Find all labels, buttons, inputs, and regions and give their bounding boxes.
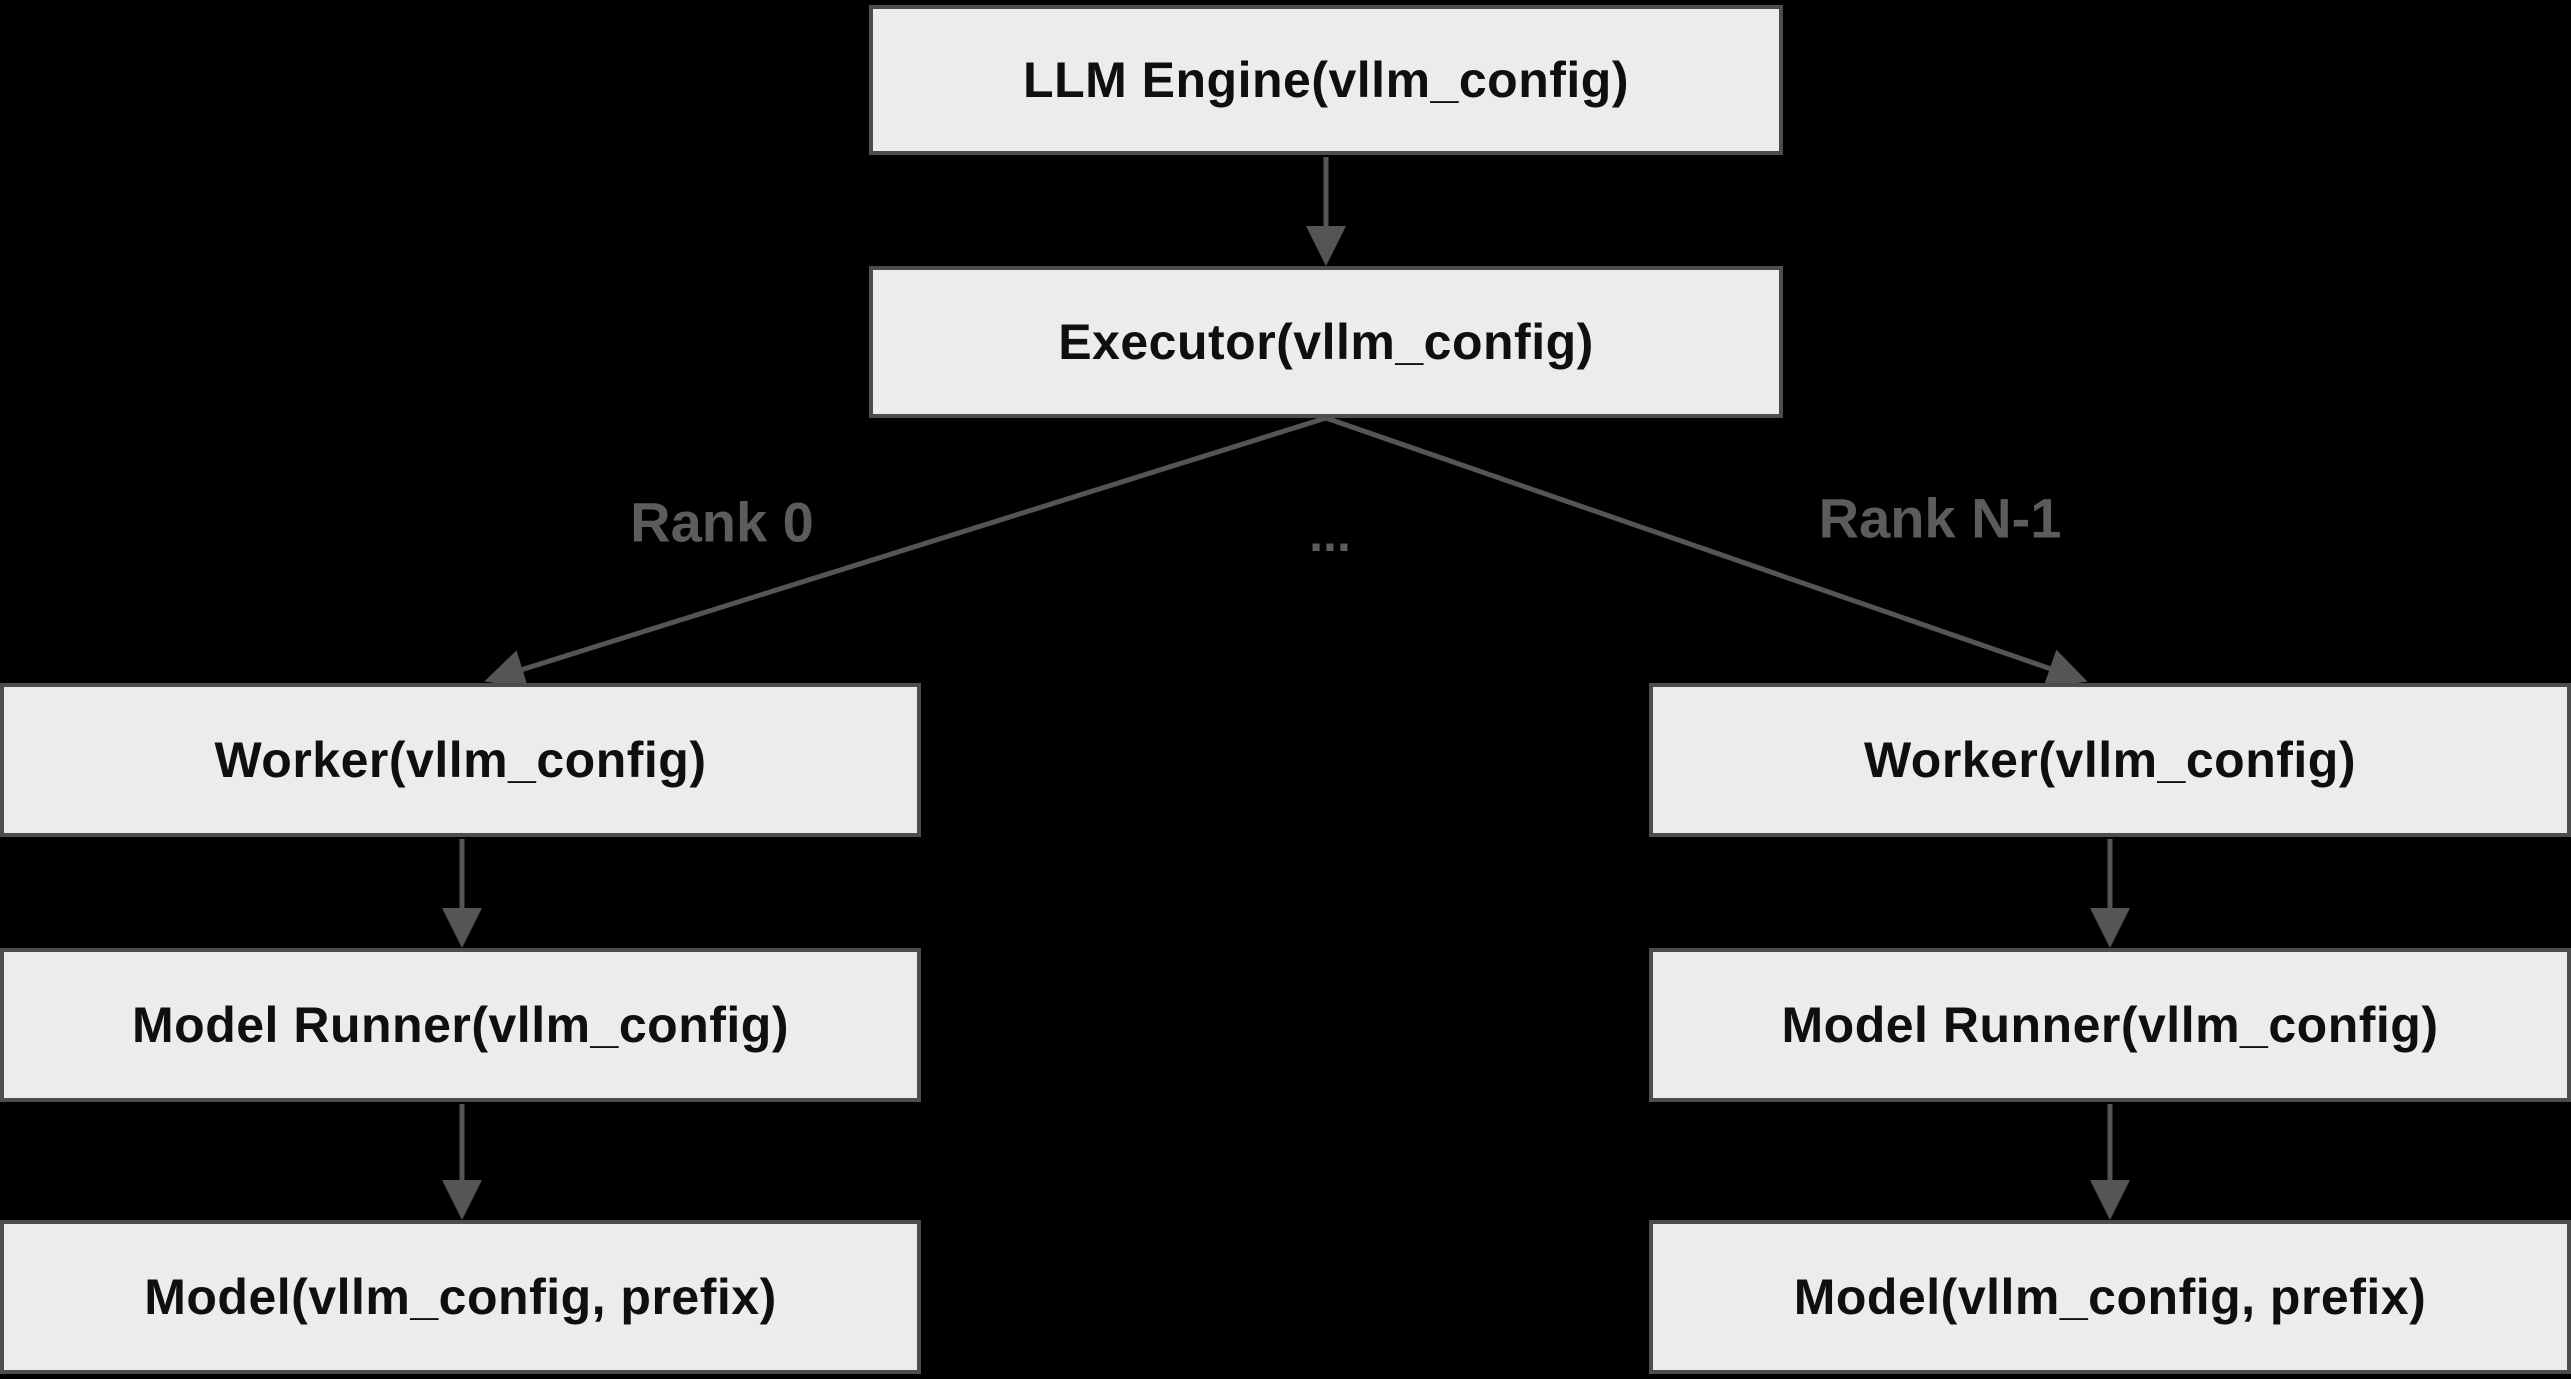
node-llm-engine-label: LLM Engine(vllm_config) xyxy=(1023,52,1629,108)
node-executor: Executor(vllm_config) xyxy=(869,266,1783,418)
node-model-runner-left-label: Model Runner(vllm_config) xyxy=(132,997,789,1053)
node-model-left: Model(vllm_config, prefix) xyxy=(0,1220,921,1374)
node-worker-left: Worker(vllm_config) xyxy=(0,683,921,837)
node-llm-engine: LLM Engine(vllm_config) xyxy=(869,5,1783,155)
node-worker-left-label: Worker(vllm_config) xyxy=(214,732,707,788)
edge-label-rank-n-1: Rank N-1 xyxy=(1818,486,2062,550)
node-worker-right: Worker(vllm_config) xyxy=(1649,683,2571,837)
edge-label-rank-0: Rank 0 xyxy=(630,490,814,554)
edge-label-ellipsis: ... xyxy=(1309,506,1351,562)
node-model-left-label: Model(vllm_config, prefix) xyxy=(144,1269,777,1325)
arrow-executor-to-worker-left xyxy=(484,415,1327,689)
node-model-runner-left: Model Runner(vllm_config) xyxy=(0,948,921,1102)
node-worker-right-label: Worker(vllm_config) xyxy=(1864,732,2356,788)
node-model-right: Model(vllm_config, prefix) xyxy=(1649,1220,2571,1374)
node-model-runner-right-label: Model Runner(vllm_config) xyxy=(1781,997,2439,1053)
node-executor-label: Executor(vllm_config) xyxy=(1058,314,1594,370)
node-model-runner-right: Model Runner(vllm_config) xyxy=(1649,948,2571,1102)
node-model-right-label: Model(vllm_config, prefix) xyxy=(1793,1269,2427,1325)
